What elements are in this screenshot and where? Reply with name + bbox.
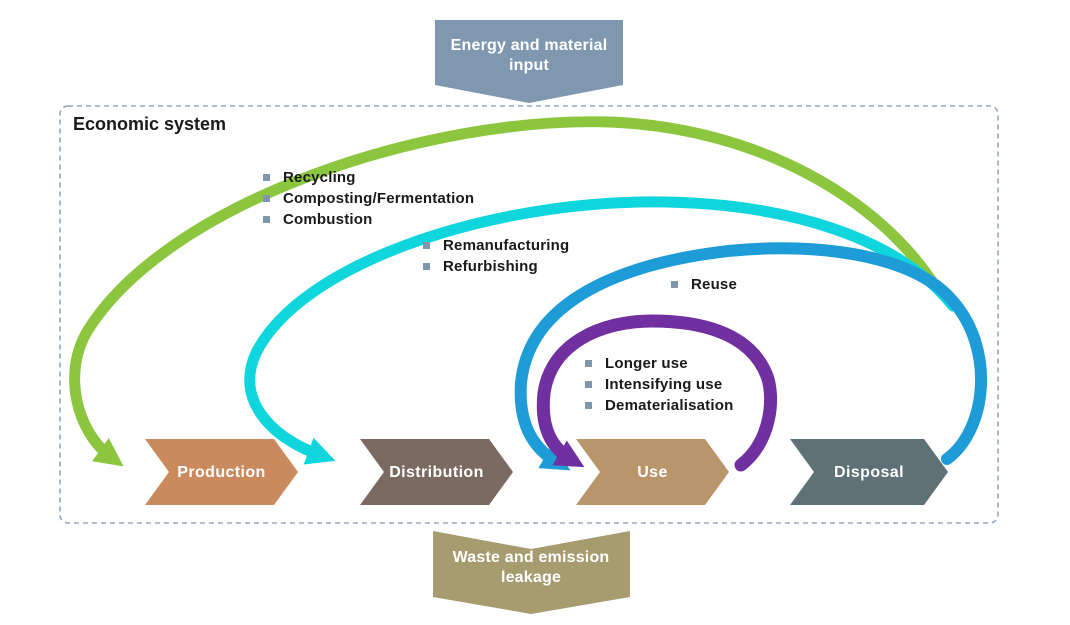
economic-system-label: Economic system [73,114,227,134]
list-item: Composting/Fermentation [263,188,474,209]
reuse-loop-list: Reuse [671,274,737,295]
bullet-square-icon [423,263,430,270]
list-item: Intensifying use [585,374,733,395]
use-extension-loop-list: Longer use Intensifying use Dematerialis… [585,353,733,416]
economic-system-box [59,105,999,524]
remanufacturing-loop-arrow [244,196,959,465]
list-item-label: Intensifying use [605,376,723,393]
stage-chevron-use [576,439,729,505]
list-item-label: Refurbishing [443,258,538,275]
list-item-label: Dematerialisation [605,397,734,414]
list-item-label: Reuse [691,276,738,293]
remanufacturing-loop-list: Remanufacturing Refurbishing [423,235,569,277]
list-item-label: Recycling [283,169,356,186]
list-item-label: Composting/Fermentation [283,190,475,207]
bullet-square-icon [263,195,270,202]
list-item-label: Longer use [605,355,688,372]
energy-input-label: Energy and material input [450,37,608,74]
stage-chevron-disposal [790,439,948,505]
waste-leakage-label: Waste and emission leakage [452,549,610,586]
bullet-square-icon [263,216,270,223]
list-item: Dematerialisation [585,395,733,416]
list-item-label: Combustion [283,211,373,228]
stage-label-distribution: Distribution [389,464,484,481]
reuse-loop-arrow [514,242,988,471]
energy-input-banner [435,20,623,103]
list-item: Refurbishing [423,256,569,277]
recycling-loop-list: Recycling Composting/Fermentation Combus… [263,167,474,230]
bullet-square-icon [585,381,592,388]
stage-chevron-distribution [360,439,513,505]
bullet-square-icon [671,281,678,288]
stage-label-production: Production [177,464,266,481]
waste-leakage-banner [433,531,630,614]
stage-label-use: Use [637,464,668,481]
list-item: Reuse [671,274,737,295]
stage-label-disposal: Disposal [834,464,904,481]
list-item: Combustion [263,209,474,230]
bullet-square-icon [585,360,592,367]
recycling-loop-arrow [69,116,941,467]
bullet-square-icon [263,174,270,181]
list-item: Longer use [585,353,733,374]
stage-chevron-production [145,439,298,505]
list-item: Recycling [263,167,474,188]
list-item-label: Remanufacturing [443,237,570,254]
bullet-square-icon [423,242,430,249]
use-extension-loop-arrow [536,314,778,472]
bullet-square-icon [585,402,592,409]
list-item: Remanufacturing [423,235,569,256]
